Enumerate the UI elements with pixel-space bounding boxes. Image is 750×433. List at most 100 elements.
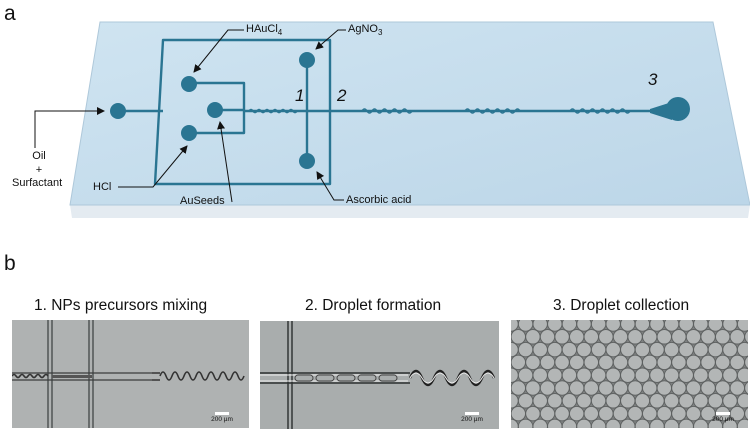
hauc-label: HAuCl4	[246, 23, 283, 38]
droplet	[583, 354, 599, 371]
droplet	[598, 380, 614, 396]
droplet	[517, 367, 534, 383]
panel-label-b: b	[4, 252, 16, 275]
droplet	[525, 405, 541, 422]
droplet	[598, 354, 614, 371]
droplet	[612, 380, 629, 396]
mixer-4	[569, 108, 631, 114]
scale-bar-line-1	[215, 412, 229, 415]
droplet	[634, 367, 651, 383]
droplet	[583, 380, 599, 396]
droplet	[736, 367, 748, 383]
oil-text: Oil	[32, 150, 46, 162]
droplet	[715, 329, 731, 345]
surfactant-label: Surfactant	[12, 177, 63, 189]
droplet	[656, 380, 672, 396]
oil-arrow	[34, 107, 105, 148]
droplet	[612, 354, 629, 371]
droplet	[642, 380, 658, 396]
droplet	[700, 380, 716, 396]
droplet	[569, 354, 585, 371]
droplet	[729, 329, 745, 345]
droplet	[671, 380, 687, 396]
droplet	[517, 393, 534, 409]
droplet	[663, 393, 680, 409]
panel-label-a: a	[4, 2, 16, 25]
droplet	[685, 354, 702, 371]
hauc-channel	[189, 81, 246, 135]
droplet	[612, 329, 629, 345]
zone-3-label: 3	[648, 70, 658, 89]
droplet	[547, 393, 563, 409]
droplet	[532, 341, 548, 358]
droplet	[547, 367, 563, 383]
droplet	[583, 405, 599, 422]
droplet	[744, 407, 748, 421]
droplet	[678, 341, 694, 358]
hcl-inlet-well	[181, 125, 197, 141]
droplet	[605, 393, 621, 409]
scale-bar-3: 200 µm	[706, 412, 740, 423]
seed-inlet-well	[207, 102, 223, 118]
formation-image	[260, 321, 499, 429]
mixer-3	[464, 108, 521, 114]
collection-image	[511, 320, 748, 428]
zone-1-label: 1	[295, 86, 305, 105]
droplet	[627, 405, 643, 422]
droplet	[642, 405, 658, 422]
droplet	[561, 393, 578, 409]
droplet	[554, 329, 570, 345]
hauc-inlet-well	[181, 76, 197, 92]
scale-bar-2: 200 µm	[455, 412, 489, 423]
droplet	[554, 405, 570, 422]
droplet	[561, 367, 578, 383]
mixer-1	[248, 108, 298, 114]
droplet	[656, 405, 672, 422]
scale-bar-line-2	[465, 412, 479, 415]
droplet	[511, 354, 526, 371]
droplet	[642, 354, 658, 371]
droplet	[722, 341, 738, 358]
droplet	[590, 367, 607, 383]
droplet	[605, 367, 621, 383]
droplet	[729, 380, 745, 396]
agno-label: AgNO3	[348, 23, 383, 38]
droplet	[693, 393, 709, 409]
droplet	[569, 329, 585, 345]
droplet	[663, 341, 680, 358]
droplet	[685, 380, 702, 396]
droplet	[561, 341, 578, 358]
droplet	[539, 380, 556, 396]
droplet	[547, 341, 563, 358]
droplet	[569, 380, 585, 396]
droplet	[656, 329, 672, 345]
droplet	[539, 329, 556, 345]
agno-arrow	[315, 29, 346, 50]
droplet	[744, 355, 748, 369]
auseeds-arrow	[217, 121, 233, 203]
droplet	[539, 354, 556, 371]
plus-text: +	[35, 164, 43, 176]
droplet	[700, 354, 716, 371]
droplet	[569, 405, 585, 422]
hcl-label: HCl	[93, 181, 112, 193]
droplet	[525, 329, 541, 345]
droplet	[693, 367, 709, 383]
droplet	[744, 381, 748, 395]
droplet	[511, 405, 526, 422]
droplet	[532, 367, 548, 383]
ascorbic-label: Ascorbic acid	[346, 194, 412, 206]
droplet	[554, 354, 570, 371]
droplet	[576, 367, 592, 383]
droplet	[707, 341, 724, 358]
droplet	[642, 329, 658, 345]
micrograph-mixing	[12, 320, 249, 428]
droplet	[554, 380, 570, 396]
droplet	[620, 341, 636, 358]
droplet	[576, 341, 592, 358]
droplet	[649, 367, 665, 383]
mixing-image	[12, 320, 249, 428]
droplet	[525, 380, 541, 396]
droplet	[627, 354, 643, 371]
